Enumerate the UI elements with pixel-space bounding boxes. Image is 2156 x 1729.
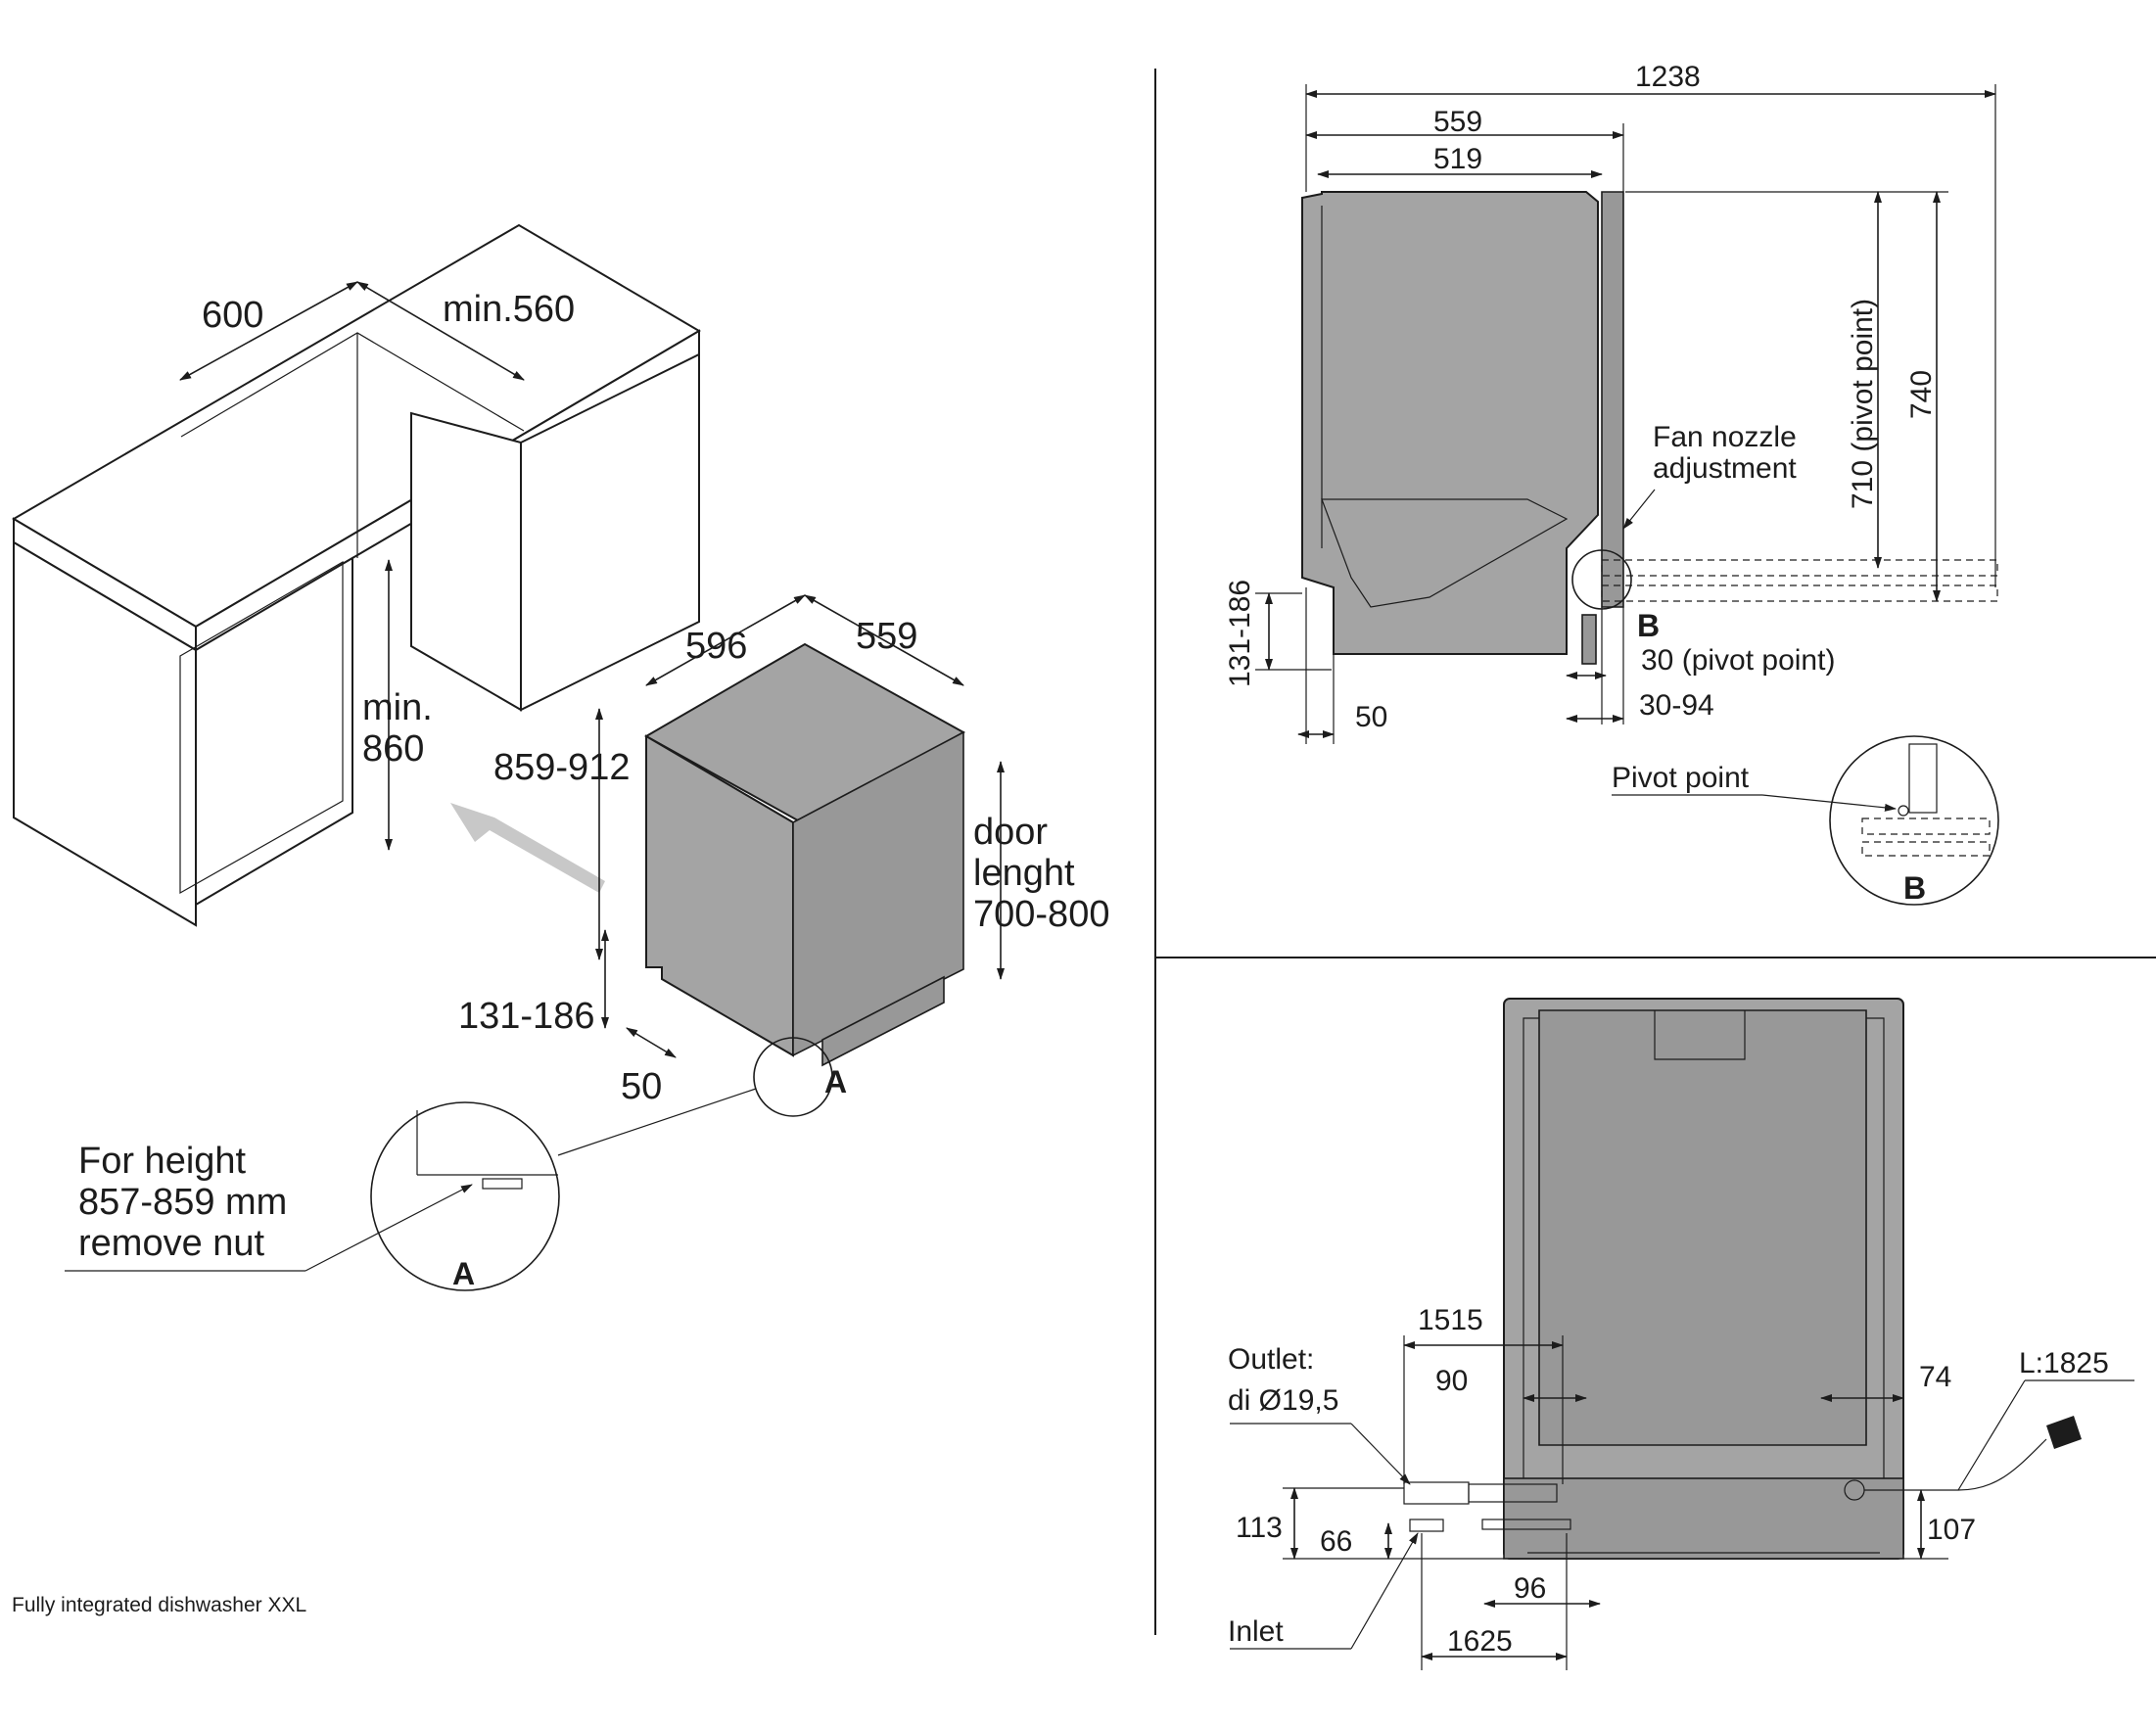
dim-min560: min.560	[443, 289, 575, 330]
dim-859-912: 859-912	[493, 747, 630, 788]
dim-113: 113	[1236, 1512, 1283, 1544]
dim-519: 519	[1433, 143, 1482, 175]
side-door	[1601, 191, 1624, 608]
fan-nozzle-line2: adjustment	[1653, 452, 1797, 485]
side-foot	[1581, 614, 1597, 665]
outlet-fitting	[1403, 1481, 1470, 1505]
dim-74: 74	[1919, 1361, 1951, 1393]
detail-a-tag: A	[452, 1256, 475, 1291]
dim-740: 740	[1905, 370, 1938, 419]
remove-nut-line1: For height	[78, 1141, 247, 1182]
cable-length-leader-2	[1957, 1379, 2026, 1491]
dim-90: 90	[1435, 1365, 1468, 1397]
door-length-b: lenght	[973, 853, 1075, 894]
detail-a-nut	[482, 1178, 523, 1190]
outlet-leader-2	[1350, 1423, 1411, 1485]
plug	[2046, 1416, 2082, 1449]
dim-30-pivot: 30 (pivot point)	[1641, 644, 1835, 677]
pivot-point-label: Pivot point	[1612, 762, 1750, 794]
detail-a-label: A	[824, 1064, 847, 1099]
inlet-label: Inlet	[1228, 1615, 1284, 1648]
door-open-outline	[1601, 559, 1998, 577]
dim-96: 96	[1514, 1572, 1546, 1605]
dim-30-94: 30-94	[1639, 689, 1714, 722]
dim-107: 107	[1927, 1514, 1976, 1546]
detail-a-marker	[753, 1037, 833, 1117]
remove-nut-line2: 857-859 mm	[78, 1182, 287, 1223]
side-inner	[1321, 498, 1569, 608]
dim-66: 66	[1320, 1525, 1352, 1558]
fan-nozzle-line1: Fan nozzle	[1653, 421, 1797, 453]
power-cable	[1864, 1438, 2047, 1491]
right-cabinet-side	[410, 411, 522, 712]
dim-1238: 1238	[1635, 61, 1701, 93]
caption: Fully integrated dishwasher XXL	[12, 1594, 306, 1616]
dim-559-side: 559	[1433, 106, 1482, 138]
detail-b-pivot	[1898, 805, 1909, 817]
dim-1625: 1625	[1447, 1625, 1513, 1658]
dim-600-line	[179, 281, 358, 381]
detail-a-leader	[557, 1088, 757, 1156]
outlet-label-2: di Ø19,5	[1228, 1384, 1338, 1417]
dim-596-line	[645, 594, 806, 686]
dim-596: 596	[685, 626, 747, 667]
left-cabinet-front	[13, 540, 197, 927]
detail-b-label: B	[1637, 608, 1660, 643]
inlet-fitting	[1409, 1519, 1444, 1532]
dim-1515: 1515	[1418, 1304, 1483, 1336]
dim-50-side: 50	[1355, 701, 1387, 733]
appliance-door	[792, 730, 964, 1057]
dim-plinth: 131-186	[458, 996, 594, 1037]
rear-notch	[1654, 1010, 1746, 1060]
door-open-outline-2	[1601, 584, 1998, 602]
rear-tub	[1538, 1009, 1867, 1446]
detail-b-arm	[1861, 818, 1991, 835]
fan-nozzle-leader	[1622, 489, 1656, 530]
door-length-c: 700-800	[973, 894, 1109, 935]
dim-559: 559	[856, 616, 917, 657]
insert-arrow	[450, 803, 605, 893]
side-body	[1301, 191, 1599, 655]
dim-50-line	[626, 1027, 677, 1058]
detail-b-tag: B	[1903, 870, 1926, 906]
detail-b-hinge	[1908, 743, 1938, 814]
dim-600: 600	[202, 295, 263, 336]
pivot-point-leader-2	[1761, 794, 1897, 812]
dim-min860-a: min.	[362, 687, 433, 728]
inlet-leader-2	[1350, 1532, 1419, 1650]
door-length-a: door	[973, 812, 1048, 853]
outlet-label-1: Outlet:	[1228, 1343, 1314, 1376]
rear-base	[1503, 1477, 1904, 1560]
remove-nut-line3: remove nut	[78, 1223, 265, 1264]
detail-b-circle	[1829, 735, 1999, 906]
dim-min860-b: 860	[362, 728, 424, 770]
dim-559-line	[804, 594, 964, 686]
side-view-panel: 1238 559 519 710 (pivot point) 740 Fan n…	[1224, 61, 1999, 906]
detail-b-arm-2	[1861, 841, 1991, 857]
remove-nut-leader-2	[305, 1184, 473, 1272]
dim-plinth-depth: 50	[621, 1066, 662, 1107]
dim-131-186-side: 131-186	[1224, 580, 1256, 687]
appliance-plinth	[821, 975, 945, 1067]
left-cabinet-door	[179, 560, 344, 895]
dim-710: 710 (pivot point)	[1847, 299, 1879, 509]
rear-view-panel: 1515 90 74 L:1825 113 66 107 96 1625 Out…	[1228, 998, 2134, 1670]
cable-length: L:1825	[2019, 1347, 2109, 1379]
isometric-panel: 600 min.560 min. 860 596 559 859-912 doo…	[12, 223, 1109, 1291]
detail-a-circle	[370, 1101, 560, 1291]
dim-560-line	[356, 281, 525, 381]
inlet-hose	[1481, 1519, 1571, 1530]
